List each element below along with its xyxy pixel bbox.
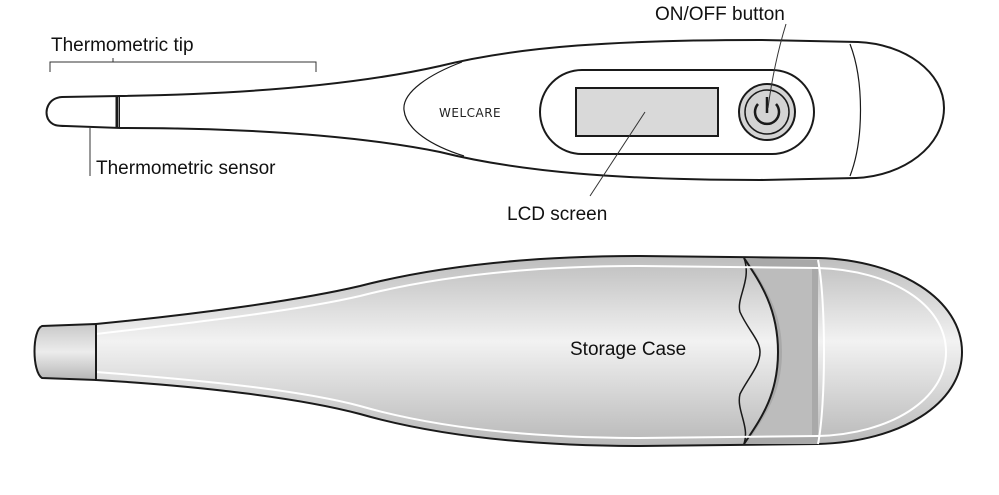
on-off-button[interactable] (738, 83, 796, 141)
on-off-button-label: ON/OFF button (655, 4, 785, 25)
thermometric-sensor-label: Thermometric sensor (96, 158, 276, 179)
display-panel (539, 69, 815, 155)
thermometer-body (119, 38, 946, 182)
storage-case-label: Storage Case (570, 339, 686, 360)
lcd-screen (575, 87, 719, 137)
thermometric-tip-probe (45, 94, 121, 130)
brand-logo-text: WELCARE (439, 106, 501, 120)
lcd-screen-leader (589, 111, 646, 197)
power-icon (753, 103, 781, 126)
storage-case-body (95, 254, 964, 448)
on-off-button-leader (767, 23, 787, 109)
lcd-screen-label: LCD screen (507, 204, 607, 225)
thermometric-tip-callout (49, 58, 317, 72)
thermometer (45, 38, 946, 182)
thermometric-tip-label: Thermometric tip (51, 35, 194, 56)
storage-case-tip (33, 322, 97, 382)
storage-case (33, 254, 964, 448)
